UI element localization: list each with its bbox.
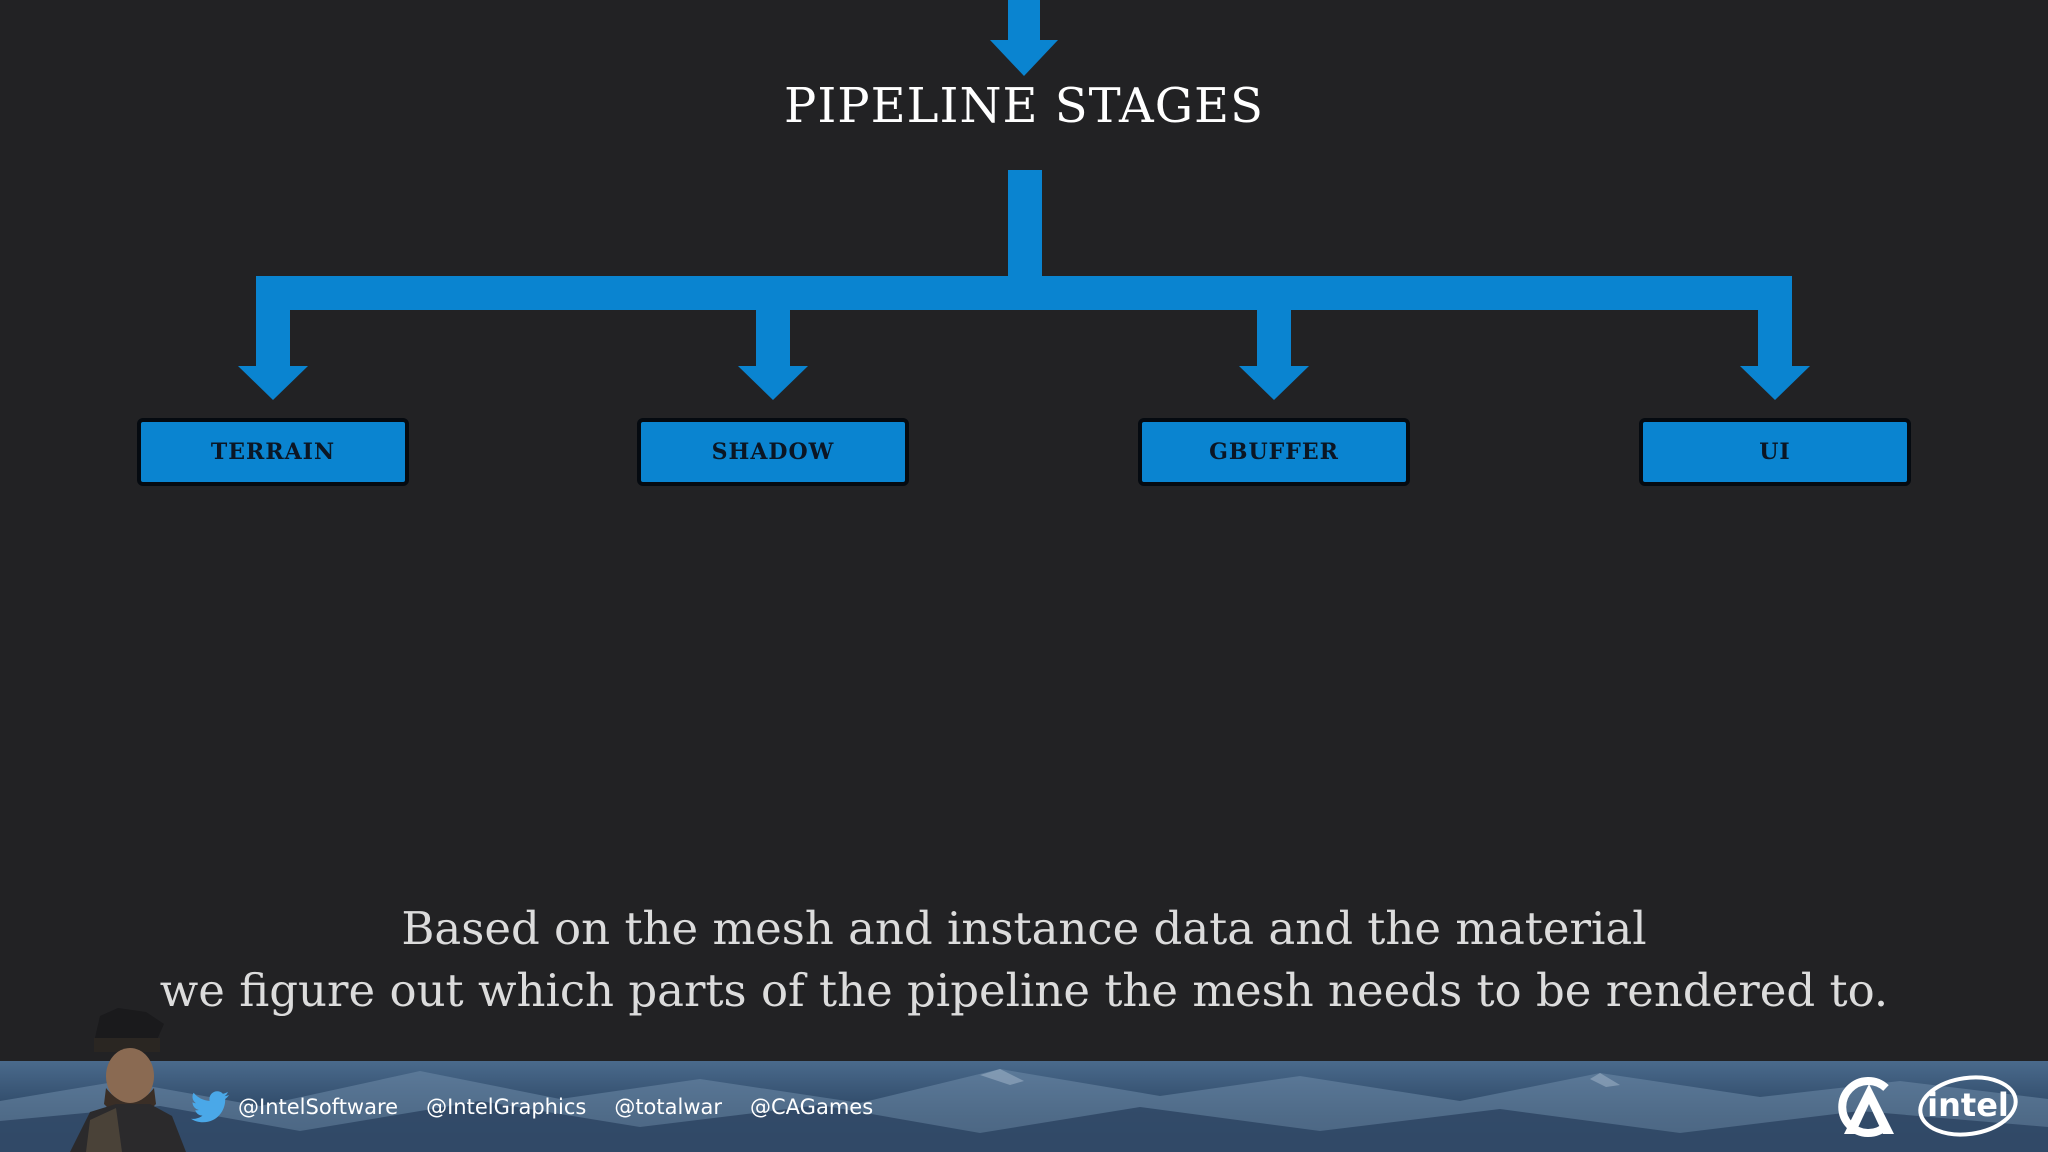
handle-intel-graphics[interactable]: @IntelGraphics	[426, 1094, 587, 1119]
branch-ui-shaft	[1758, 300, 1792, 370]
intel-logo-text: intel	[1927, 1086, 2009, 1124]
branch-gbuffer-arrow	[1239, 366, 1309, 400]
branch-terrain-arrow	[238, 366, 308, 400]
branch-gbuffer-shaft	[1257, 300, 1291, 370]
stage-ui-box: UI	[1639, 418, 1911, 486]
stage-terrain-box: TERRAIN	[137, 418, 409, 486]
handle-totalwar[interactable]: @totalwar	[614, 1094, 723, 1119]
pipeline-connector-diagram	[238, 0, 1810, 400]
incoming-arrow-head	[990, 40, 1058, 76]
branch-terrain-shaft	[256, 300, 290, 370]
branch-ui-arrow	[1740, 366, 1810, 400]
stage-shadow-box: SHADOW	[637, 418, 909, 486]
branch-shadow-shaft	[756, 300, 790, 370]
stage-gbuffer-box: GBUFFER	[1138, 418, 1410, 486]
handle-intel-software[interactable]: @IntelSoftware	[238, 1094, 399, 1119]
caption-line-2: we figure out which parts of the pipelin…	[159, 964, 1889, 1017]
handle-ca-games[interactable]: @CAGames	[750, 1094, 874, 1119]
twitter-bird-icon[interactable]	[190, 1090, 230, 1123]
intel-logo: intel	[1918, 1075, 2018, 1137]
mountain-backdrop	[0, 1069, 2048, 1152]
trunk-connector	[1008, 170, 1042, 278]
warrior-character-image	[70, 1008, 186, 1152]
footer-banner: @IntelSoftware @IntelGraphics @totalwar …	[0, 1061, 2048, 1152]
subtitle-caption: Based on the mesh and instance data and …	[0, 898, 2048, 1022]
caption-line-1: Based on the mesh and instance data and …	[401, 902, 1647, 955]
diagram-title: PIPELINE STAGES	[784, 78, 1264, 134]
incoming-arrow-shaft	[1008, 0, 1040, 44]
social-handles: @IntelSoftware @IntelGraphics @totalwar …	[190, 1061, 901, 1152]
branch-shadow-arrow	[738, 366, 808, 400]
creative-assembly-logo	[1838, 1077, 1894, 1137]
branch-bus	[256, 276, 1792, 310]
